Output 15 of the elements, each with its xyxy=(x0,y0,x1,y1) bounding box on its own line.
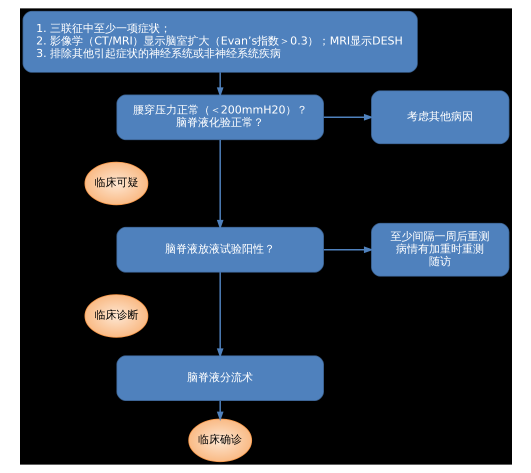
node-box: 腰穿压力正常（＜200mmH20）？ 脑脊液化验正常？ xyxy=(116,94,324,140)
node-box: 脑脊液放液试验阳性？ xyxy=(116,226,324,273)
node-box: 至少间隔一周后重测 病情有加重时重测 随访 xyxy=(370,222,509,277)
node-box: 1. 三联征中至少一项症状； 2. 影像学（CT/MRI）显示脑室扩大（Evan’s指数＞0.3）；MRI显示DESH 3. 排除其他引起症状的神经系统或非神经系统疾病 xyxy=(22,10,418,73)
node-ellipse: 临床诊断 xyxy=(84,294,148,338)
arrow xyxy=(323,246,374,254)
node-box: 考虑其他病因 xyxy=(370,90,509,144)
node-ellipse: 临床可疑 xyxy=(84,162,148,206)
arrow xyxy=(216,140,224,230)
arrow xyxy=(216,72,224,97)
node-ellipse: 临床确诊 xyxy=(188,418,252,462)
arrow xyxy=(216,272,224,358)
node-box: 脑脊液分流术 xyxy=(116,355,324,401)
arrow xyxy=(216,400,224,422)
arrow xyxy=(323,114,374,121)
